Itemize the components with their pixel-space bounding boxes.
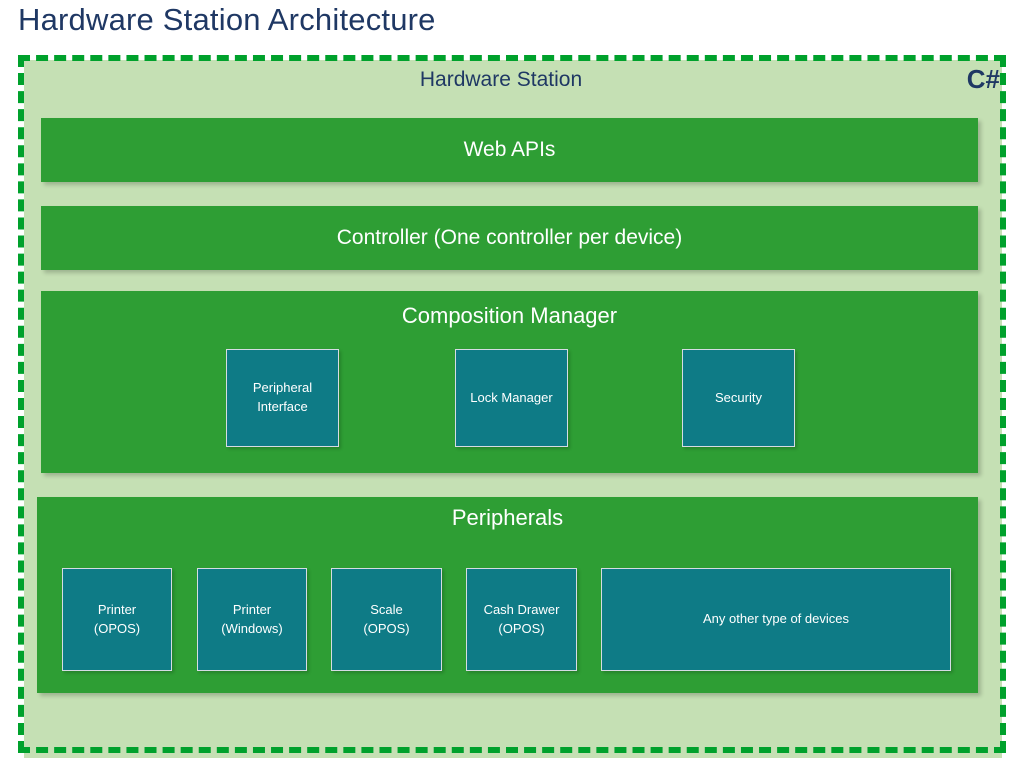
component-security[interactable]: Security xyxy=(682,349,795,447)
layer-title-controller: Controller (One controller per device) xyxy=(336,226,683,249)
layer-title-web-apis: Web APIs xyxy=(463,138,556,161)
layer-web-apis[interactable]: Web APIs xyxy=(41,118,978,182)
device-any-other-type[interactable]: Any other type of devices xyxy=(601,568,951,671)
device-label-line2: (OPOS) xyxy=(363,620,410,636)
component-label-line2: Interface xyxy=(257,399,308,414)
device-label-line1: Scale xyxy=(370,601,403,617)
device-cash-drawer-opos[interactable]: Cash Drawer (OPOS) xyxy=(466,568,577,671)
layer-title-composition-manager: Composition Manager xyxy=(401,303,618,328)
layer-controller[interactable]: Controller (One controller per device) xyxy=(41,206,978,270)
component-label-line1: Lock Manager xyxy=(470,389,553,405)
device-label-line2: (OPOS) xyxy=(498,620,545,636)
device-printer-opos[interactable]: Printer (OPOS) xyxy=(62,568,172,671)
page-title: Hardware Station Architecture xyxy=(18,2,436,37)
device-label-line1: Cash Drawer xyxy=(483,601,560,617)
device-label-line1: Printer xyxy=(232,601,272,617)
layer-title-peripherals: Peripherals xyxy=(451,505,564,530)
device-label-line1: Any other type of devices xyxy=(703,611,849,627)
device-label-line1: Printer xyxy=(97,601,137,617)
component-lock-manager[interactable]: Lock Manager xyxy=(455,349,568,447)
component-label-line1: Security xyxy=(715,389,762,405)
component-peripheral-interface[interactable]: Peripheral Interface xyxy=(226,349,339,447)
device-printer-windows[interactable]: Printer (Windows) xyxy=(197,568,307,671)
device-label-line2: (OPOS) xyxy=(93,620,141,636)
hardware-station-boundary xyxy=(18,55,1006,753)
hardware-station-label: Hardware Station xyxy=(419,68,583,91)
language-badge: C# xyxy=(966,64,1000,94)
device-label-line2: (Windows) xyxy=(221,620,283,636)
component-label-line1: Peripheral xyxy=(252,380,313,396)
device-scale-opos[interactable]: Scale (OPOS) xyxy=(331,568,442,671)
